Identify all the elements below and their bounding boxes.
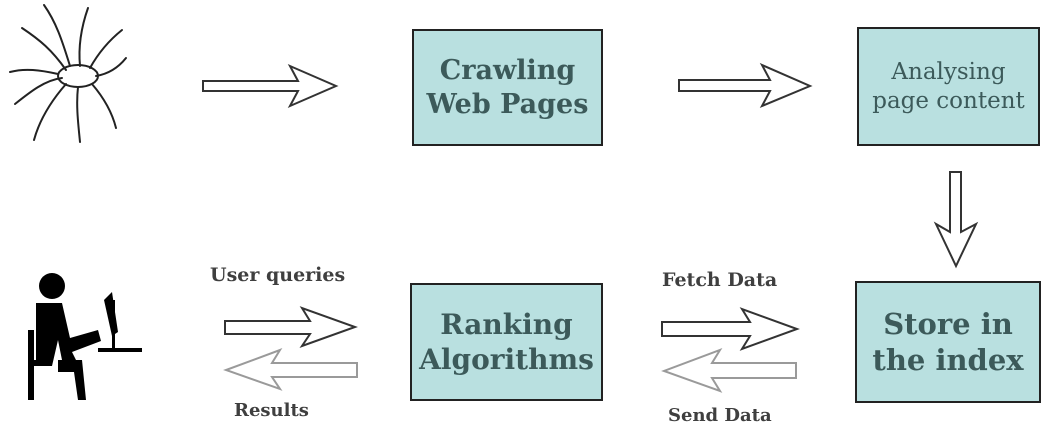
analysing-box-line1: Analysing xyxy=(891,58,1006,85)
store-box-line2: the index xyxy=(872,343,1024,377)
crawling-box-line1: Crawling xyxy=(439,54,576,86)
store-box-line1: Store in xyxy=(883,306,1013,341)
arrow-user-queries xyxy=(224,306,358,348)
ranking-box-line1: Ranking xyxy=(440,308,573,341)
ranking-box-line2: Algorithms xyxy=(419,343,594,376)
analysing-page-content-box: Analysing page content xyxy=(857,27,1040,146)
spider-icon xyxy=(9,4,127,143)
arrow-spider-to-crawling xyxy=(202,63,339,109)
arrow-results xyxy=(223,348,358,391)
crawling-web-pages-box: Crawling Web Pages xyxy=(412,29,603,146)
arrow-fetch-data xyxy=(661,307,800,351)
crawling-box-line2: Web Pages xyxy=(426,88,589,120)
results-label: Results xyxy=(234,400,309,421)
arrow-analysing-to-store xyxy=(933,171,979,269)
send-data-label: Send Data xyxy=(668,405,772,426)
user-queries-label: User queries xyxy=(210,264,346,286)
arrow-crawling-to-analysing xyxy=(678,62,813,108)
user-at-computer-icon xyxy=(28,273,142,400)
fetch-data-label: Fetch Data xyxy=(662,269,778,291)
analysing-box-line2: page content xyxy=(872,87,1025,114)
ranking-algorithms-box: Ranking Algorithms xyxy=(410,283,603,401)
store-in-index-box: Store in the index xyxy=(855,281,1041,403)
arrow-send-data xyxy=(661,348,797,393)
